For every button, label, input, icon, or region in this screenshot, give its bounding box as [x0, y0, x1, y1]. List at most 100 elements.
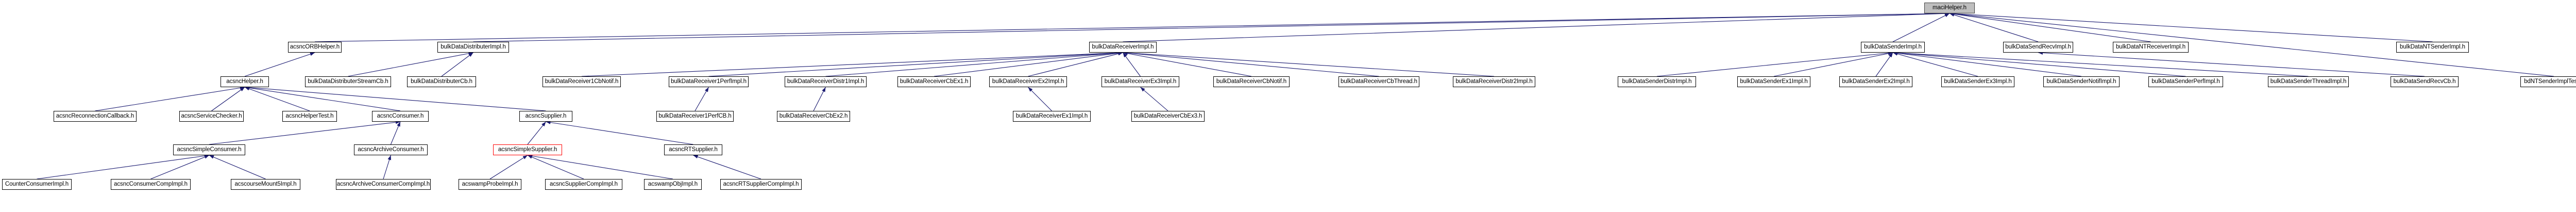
graph-edge	[527, 155, 673, 180]
graph-node[interactable]: bulkDataSendRecvCb.h	[2391, 76, 2459, 87]
graph-node[interactable]: acsncHelper.h	[221, 76, 269, 87]
graph-node[interactable]: bulkDataReceiverImpl.h	[1089, 42, 1157, 53]
graph-edge	[581, 52, 1123, 77]
graph-node[interactable]: acsncReconnectionCallback.h	[54, 111, 137, 122]
graph-edge-arrowhead	[822, 87, 826, 92]
graph-node[interactable]: bulkDataSendRecvImpl.h	[2003, 42, 2073, 53]
graph-node[interactable]: bulkDataDistributerImpl.h	[437, 42, 509, 53]
graph-edge	[244, 52, 315, 77]
graph-node[interactable]: acswampProbeImpl.h	[459, 179, 521, 190]
graph-edge	[244, 87, 401, 111]
graph-edge	[1656, 52, 1893, 77]
graph-node[interactable]: acsncArchiveConsumerCompImpl.h	[336, 179, 431, 190]
graph-node[interactable]: CounterConsumerImpl.h	[2, 179, 72, 190]
graph-edge	[813, 87, 826, 111]
graph-edge-arrowhead	[1944, 13, 1950, 18]
graph-edge	[383, 155, 392, 180]
graph-edge	[1949, 13, 2151, 42]
graph-edge	[1949, 13, 2433, 42]
graph-edge	[1892, 52, 2186, 77]
graph-node[interactable]: acsncConsumerCompImpl.h	[111, 179, 191, 190]
graph-edge-arrowhead	[387, 155, 392, 160]
graph-edge	[211, 87, 245, 111]
graph-node[interactable]: bulkDataReceiverEx1Impl.h	[1013, 111, 1091, 122]
graph-node[interactable]: acsncArchiveConsumer.h	[354, 144, 428, 155]
graph-node-root[interactable]: maciHelper.h	[1924, 3, 1975, 13]
graph-edge	[489, 155, 528, 180]
graph-node[interactable]: bulkDataReceiverCbEx2.h	[777, 111, 850, 122]
graph-node[interactable]: bulkDataNTSenderImpl.h	[2396, 42, 2469, 53]
graph-node[interactable]: bulkDataSenderDistrImpl.h	[1618, 76, 1696, 87]
graph-edge	[1123, 52, 1495, 77]
graph-edge	[95, 87, 245, 111]
graph-edge-arrowhead	[209, 155, 214, 159]
graph-node[interactable]: bulkDataSenderEx1Impl.h	[1737, 76, 1810, 87]
graph-node[interactable]: acsncSupplierCompImpl.h	[545, 179, 622, 190]
graph-node[interactable]: bulkDataReceiver1PerfCB.h	[656, 111, 734, 122]
graph-node[interactable]: acsncSupplier.h	[519, 111, 572, 122]
graph-node[interactable]: bulkDataReceiverEx3Impl.h	[1101, 76, 1179, 87]
graph-node[interactable]: bulkDataReceiverCbEx3.h	[1131, 111, 1205, 122]
graph-edge	[693, 155, 761, 180]
graph-edge-arrowhead	[310, 52, 315, 56]
graph-edge-arrowhead	[240, 87, 245, 91]
graph-edge	[2038, 52, 2425, 77]
graph-node[interactable]: acswampObjImpl.h	[644, 179, 702, 190]
graph-node[interactable]: bulkDataReceiver1CbNotif.h	[543, 76, 621, 87]
graph-node[interactable]: bulkDataSenderPerfImpl.h	[2148, 76, 2223, 87]
graph-edge	[694, 87, 709, 111]
graph-edge	[1123, 52, 1252, 77]
graph-node[interactable]: bulkDataSenderEx2Impl.h	[1839, 76, 1912, 87]
graph-edge	[527, 121, 546, 145]
graph-node[interactable]: acsncRTSupplierCompImpl.h	[720, 179, 802, 190]
graph-edge-arrowhead	[541, 122, 546, 127]
graph-node[interactable]: bdNTSenderImplTest.h	[2520, 76, 2576, 87]
graph-edge-arrowhead	[705, 87, 709, 92]
graph-edge-arrowhead	[245, 87, 250, 91]
graph-node[interactable]: bulkDataReceiver1PerfImpl.h	[669, 76, 749, 87]
graph-node[interactable]: bulkDataReceiverCbThread.h	[1338, 76, 1419, 87]
graph-node[interactable]: bulkDataReceiverCbEx1.h	[897, 76, 971, 87]
graph-node[interactable]: acsncORBHelper.h	[288, 42, 342, 53]
graph-node[interactable]: bulkDataDistributerStreamCb.h	[305, 76, 391, 87]
graph-node[interactable]: bulkDataDistributerCb.h	[407, 76, 476, 87]
graph-node[interactable]: acsncHelperTest.h	[282, 111, 337, 122]
graph-node[interactable]: bulkDataNTReceiverImpl.h	[2113, 42, 2189, 53]
graph-node[interactable]: bulkDataReceiverEx2Impl.h	[989, 76, 1067, 87]
graph-node[interactable]: acsncConsumer.h	[372, 111, 429, 122]
graph-edge	[209, 155, 266, 180]
graph-edge	[825, 52, 1123, 77]
graph-node[interactable]: acsncServiceChecker.h	[179, 111, 244, 122]
graph-edge	[546, 121, 693, 145]
graph-node[interactable]: acsncSimpleSupplier.h	[493, 144, 562, 155]
graph-edge-arrowhead	[528, 155, 533, 159]
graph-edge	[708, 52, 1123, 77]
graph-node[interactable]: bulkDataSenderEx3Impl.h	[1941, 76, 2014, 87]
graph-edge	[1028, 87, 1052, 111]
graph-node[interactable]: bulkDataSenderImpl.h	[1861, 42, 1925, 53]
graph-edge	[1892, 13, 1950, 42]
graph-edge-arrowhead	[1893, 52, 1898, 56]
graph-edge-arrowhead	[397, 122, 400, 127]
graph-edge	[1140, 87, 1168, 111]
graph-edge	[1949, 13, 2039, 42]
graph-node[interactable]: bulkDataReceiverDistr2Impl.h	[1453, 76, 1535, 87]
graph-node[interactable]: acsncSimpleConsumer.h	[173, 144, 245, 155]
graph-edge	[1892, 52, 2309, 77]
graph-edge-arrowhead	[1950, 13, 1955, 17]
graph-edge	[1892, 52, 1978, 77]
graph-edge	[1123, 13, 1950, 42]
graph-node[interactable]: bulkDataReceiverDistr1Impl.h	[785, 76, 867, 87]
graph-node[interactable]: acsncRTSupplier.h	[664, 144, 722, 155]
graph-edge	[1123, 52, 1141, 77]
graph-node[interactable]: bulkDataReceiverCbNotif.h	[1213, 76, 1290, 87]
graph-edge-arrowhead	[1123, 53, 1127, 58]
graph-edge-arrowhead	[1888, 53, 1893, 58]
graph-node[interactable]: bulkDataSenderThreadImpl.h	[2268, 76, 2349, 87]
graph-edge	[1875, 52, 1893, 77]
graph-node[interactable]: bulkDataSenderNotifImpl.h	[2043, 76, 2120, 87]
graph-node[interactable]: acscourseMount5Impl.h	[231, 179, 300, 190]
graph-edge	[209, 121, 401, 145]
graph-edge	[244, 87, 310, 111]
